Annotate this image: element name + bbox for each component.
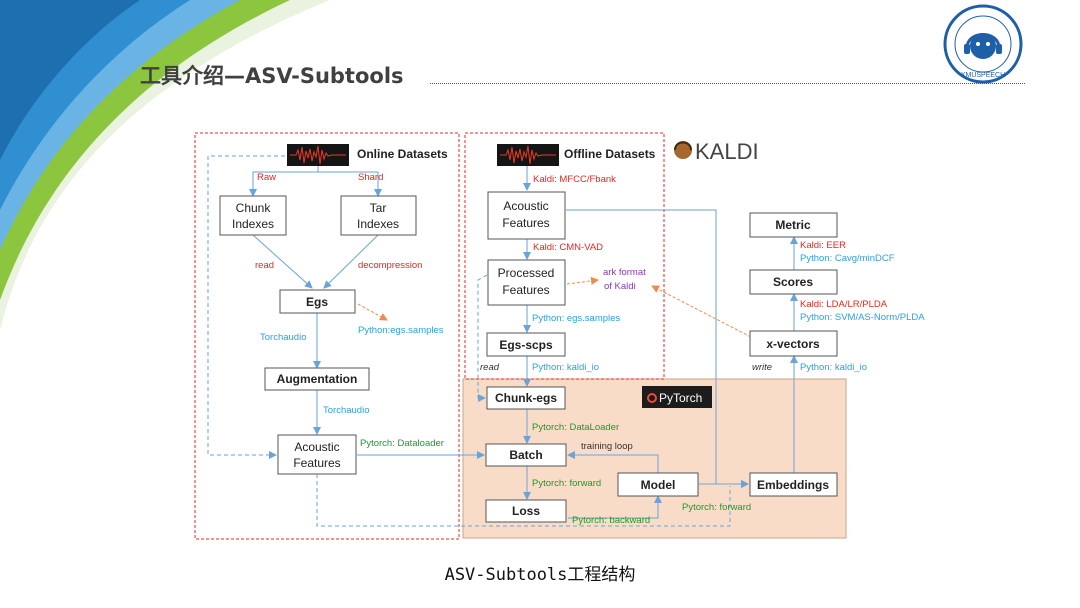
slide-title: 工具介绍—ASV-Subtools	[140, 64, 404, 88]
scores-node	[749, 269, 838, 295]
forward-label-2: Pytorch: forward	[682, 502, 751, 513]
augmentation-node	[264, 367, 370, 391]
waveform-icon	[497, 144, 559, 166]
scores-label: Scores	[773, 275, 813, 289]
processed-features-label-2: Features	[502, 283, 549, 297]
online-datasets-label: Online Datasets	[357, 147, 448, 161]
egs-node	[279, 289, 356, 314]
chunk-indexes-label-2: Indexes	[232, 217, 274, 231]
kaldi-cmn-label: Kaldi: CMN-VAD	[533, 242, 603, 253]
online-group	[194, 132, 460, 540]
kaldi-logo: KALDI	[674, 139, 759, 164]
lda-label: Kaldi: LDA/LR/PLDA	[800, 299, 888, 310]
loss-node	[485, 499, 567, 523]
chunk-egs-label: Chunk-egs	[495, 391, 557, 405]
training-loop-label: training loop	[581, 441, 633, 452]
xvectors-node	[749, 330, 838, 357]
backward-label: Pytorch: backward	[572, 515, 650, 526]
egs-scps-label: Egs-scps	[499, 338, 553, 352]
headphone-face-icon	[964, 33, 1002, 59]
chunk-indexes-label-1: Chunk	[236, 201, 272, 215]
figure-caption: ASV-Subtools工程结构	[444, 565, 636, 585]
online-features-label-1: Acoustic	[294, 440, 339, 454]
chunk-egs-node	[486, 386, 566, 410]
dataloader-online-label: Pytorch: Dataloader	[360, 438, 444, 449]
model-node	[617, 472, 699, 497]
cavg-label: Python: Cavg/minDCF	[800, 253, 895, 264]
metric-label: Metric	[775, 218, 811, 232]
xmuspeech-logo: XMUSPEECH	[943, 4, 1023, 84]
torchaudio-label-2: Torchaudio	[323, 405, 369, 416]
offline-group	[464, 132, 665, 380]
model-label: Model	[641, 478, 676, 492]
xvectors-label: x-vectors	[766, 337, 820, 351]
online-acoustic-features-node	[277, 434, 357, 475]
ark-format-label-2: of Kaldi	[604, 281, 636, 292]
processed-features-label-1: Processed	[498, 266, 555, 280]
kaldi-mfcc-label: Kaldi: MFCC/Fbank	[533, 174, 616, 185]
augmentation-label: Augmentation	[277, 372, 358, 386]
write-label: write	[752, 362, 772, 373]
waveform-icon	[287, 144, 349, 166]
acoustic-features-node	[487, 191, 566, 240]
embeddings-label: Embeddings	[757, 478, 829, 492]
loss-label: Loss	[512, 504, 540, 518]
eer-label: Kaldi: EER	[800, 240, 846, 251]
kaldi-io-label-2: Python: kaldi_io	[800, 362, 867, 373]
title-divider	[430, 83, 1025, 84]
egs-scps-node	[486, 332, 566, 357]
egs-samples-online-label: Python:egs.samples	[358, 325, 444, 336]
egs-samples-offline-label: Python: egs.samples	[532, 313, 620, 324]
logo-ring-text: XMUSPEECH	[961, 72, 1005, 79]
torchaudio-label-1: Torchaudio	[260, 332, 306, 343]
online-features-label-2: Features	[293, 456, 340, 470]
read-offline-label: read	[480, 362, 500, 373]
batch-label: Batch	[509, 448, 542, 462]
chunk-indexes-node	[219, 195, 287, 236]
acoustic-features-label-1: Acoustic	[503, 199, 548, 213]
tar-indexes-node	[340, 195, 417, 236]
forward-label-1: Pytorch: forward	[532, 478, 601, 489]
shard-label: Shard	[358, 172, 383, 183]
acoustic-features-label-2: Features	[502, 216, 549, 230]
offline-datasets-label: Offline Datasets	[564, 147, 656, 161]
tar-indexes-label-2: Indexes	[357, 217, 399, 231]
decorative-swoosh	[0, 0, 330, 330]
dataloader-label: Pytorch: DataLoader	[532, 422, 619, 433]
embeddings-node	[749, 472, 838, 497]
ark-format-label-1: ark format	[603, 267, 646, 278]
kaldi-logo-text: KALDI	[695, 139, 759, 164]
metric-node	[749, 212, 838, 238]
read-label: read	[255, 260, 274, 271]
pytorch-logo-text: PyTorch	[659, 391, 702, 405]
decompression-label: decompression	[358, 260, 422, 271]
batch-node	[485, 443, 567, 467]
tar-indexes-label-1: Tar	[370, 201, 387, 215]
pytorch-logo: PyTorch	[642, 386, 712, 408]
svm-label: Python: SVM/AS-Norm/PLDA	[800, 312, 925, 323]
egs-label: Egs	[306, 295, 328, 309]
kaldi-io-label-1: Python: kaldi_io	[532, 362, 599, 373]
raw-label: Raw	[257, 172, 276, 183]
processed-features-node	[487, 259, 566, 306]
